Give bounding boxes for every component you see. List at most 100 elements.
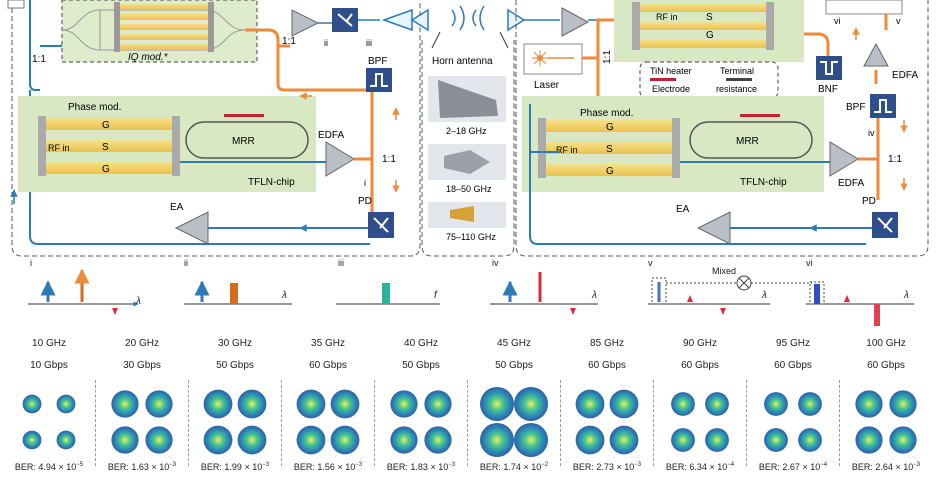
ea-left — [174, 211, 209, 245]
spectrum-v-axis: λ — [762, 290, 767, 301]
constellation-cluster — [705, 428, 729, 452]
cell-separator — [467, 380, 468, 466]
ber-value: BER: 2.67 × 10−4 — [758, 462, 828, 472]
point-ii-label: ii — [324, 38, 328, 48]
data-rate: 10 Gbps — [30, 360, 68, 371]
legend-resistance-label: resistance — [716, 84, 757, 94]
cell-separator — [374, 380, 375, 466]
constellation-cluster — [111, 390, 139, 418]
right-module-frame — [515, 0, 929, 257]
data-rate: 30 Gbps — [123, 360, 161, 371]
constellation-cluster — [203, 425, 233, 455]
phase-mod-right-label: Phase mod. — [580, 108, 633, 119]
constellation-cluster — [514, 423, 548, 457]
spectrum-i — [28, 268, 139, 315]
mixed-label: Mixed — [712, 266, 737, 276]
ber-value: BER: 1.99 × 10−3 — [200, 462, 270, 472]
carrier-frequency: 45 GHz — [497, 338, 531, 349]
legend-tin-swatch — [650, 78, 676, 81]
rf-in-right: RF in — [556, 145, 578, 155]
iq-mod-electrodes — [114, 2, 214, 52]
constellation-cluster — [330, 425, 360, 455]
spectrum-v-label: v — [648, 258, 653, 268]
data-rate: 60 Gbps — [867, 360, 905, 371]
constellation-cluster — [514, 387, 548, 421]
edfa-right-label: EDFA — [838, 178, 864, 189]
constellation-cluster — [237, 425, 267, 455]
constellation-cluster — [111, 426, 139, 454]
spectrum-iii-axis: f — [434, 290, 437, 301]
edfa-right — [829, 141, 859, 177]
right-phase-electrodes — [538, 118, 680, 178]
mrr-left-label: MRR — [232, 136, 255, 147]
legend-tin-label: TiN heater — [650, 66, 692, 76]
rf-in-top: RF in — [656, 12, 678, 22]
bnf-label: BNF — [818, 84, 838, 95]
rx-amplifier — [561, 7, 590, 37]
carrier-frequency: 30 GHz — [218, 338, 252, 349]
carrier-frequency: 100 GHz — [866, 338, 906, 349]
antenna-photo-3 — [450, 206, 474, 222]
constellation-cluster — [56, 430, 76, 450]
bnf — [816, 56, 842, 80]
edfa-right-top — [863, 42, 889, 67]
bpf-right — [870, 94, 896, 118]
ea-right — [696, 211, 731, 245]
cell-separator — [95, 380, 96, 466]
ber-value: BER: 4.94 × 10−5 — [14, 462, 84, 472]
mrr-left — [185, 121, 309, 159]
carrier-frequency: 35 GHz — [311, 338, 345, 349]
bpf-right-label: BPF — [846, 102, 865, 113]
point-iii-label: iii — [366, 38, 372, 48]
constellation-cluster — [22, 430, 42, 450]
phase-mod-left-label: Phase mod. — [68, 102, 121, 113]
split-1-1-mid-left: 1:1 — [382, 154, 396, 165]
ber-value: BER: 1.83 × 10−3 — [386, 462, 456, 472]
spectrum-ii-label: ii — [184, 258, 188, 268]
ber-value: BER: 2.64 × 10−3 — [851, 462, 921, 472]
g-bot-left: G — [102, 164, 110, 175]
spectrum-vi — [806, 281, 914, 326]
cell-separator — [653, 380, 654, 466]
data-rate: 60 Gbps — [588, 360, 626, 371]
spectrum-iii-label: iii — [338, 258, 344, 268]
tfln-right-label: TFLN-chip — [740, 177, 787, 188]
band-2-label: 18–50 GHz — [446, 184, 492, 194]
edfa-left — [325, 141, 355, 177]
point-i-label: i — [364, 178, 366, 188]
spectrum-iv-axis: λ — [592, 290, 597, 301]
data-rate: 60 Gbps — [309, 360, 347, 371]
tfln-left-label: TFLN-chip — [248, 177, 295, 188]
left-module-frame — [11, 0, 421, 257]
carrier-frequency: 95 GHz — [776, 338, 810, 349]
constellation-cluster — [705, 392, 729, 416]
constellation-cluster — [203, 389, 233, 419]
constellation-cluster — [855, 390, 883, 418]
point-v-label: v — [896, 16, 901, 26]
constellation-cluster — [798, 392, 822, 416]
spectrum-iii — [336, 283, 440, 305]
constellation-cluster — [237, 389, 267, 419]
qpsk-constellation — [203, 389, 267, 455]
qpsk-constellation — [390, 390, 452, 454]
cell-separator — [188, 380, 189, 466]
laser-box — [523, 43, 583, 75]
left-top-box — [7, 0, 25, 9]
mrr-right — [689, 121, 813, 159]
data-rate: 50 Gbps — [495, 360, 533, 371]
cell-separator — [746, 380, 747, 466]
bpf-left — [366, 68, 392, 92]
point-iv-label: iv — [868, 128, 875, 138]
spectrum-vi-label: vi — [806, 258, 813, 268]
spectrum-i-axis: λ — [136, 296, 141, 307]
constellation-cluster — [889, 426, 917, 454]
qpsk-constellation — [855, 390, 917, 454]
qpsk-constellation — [296, 389, 360, 455]
legend-terminal-label: Terminal — [720, 66, 754, 76]
